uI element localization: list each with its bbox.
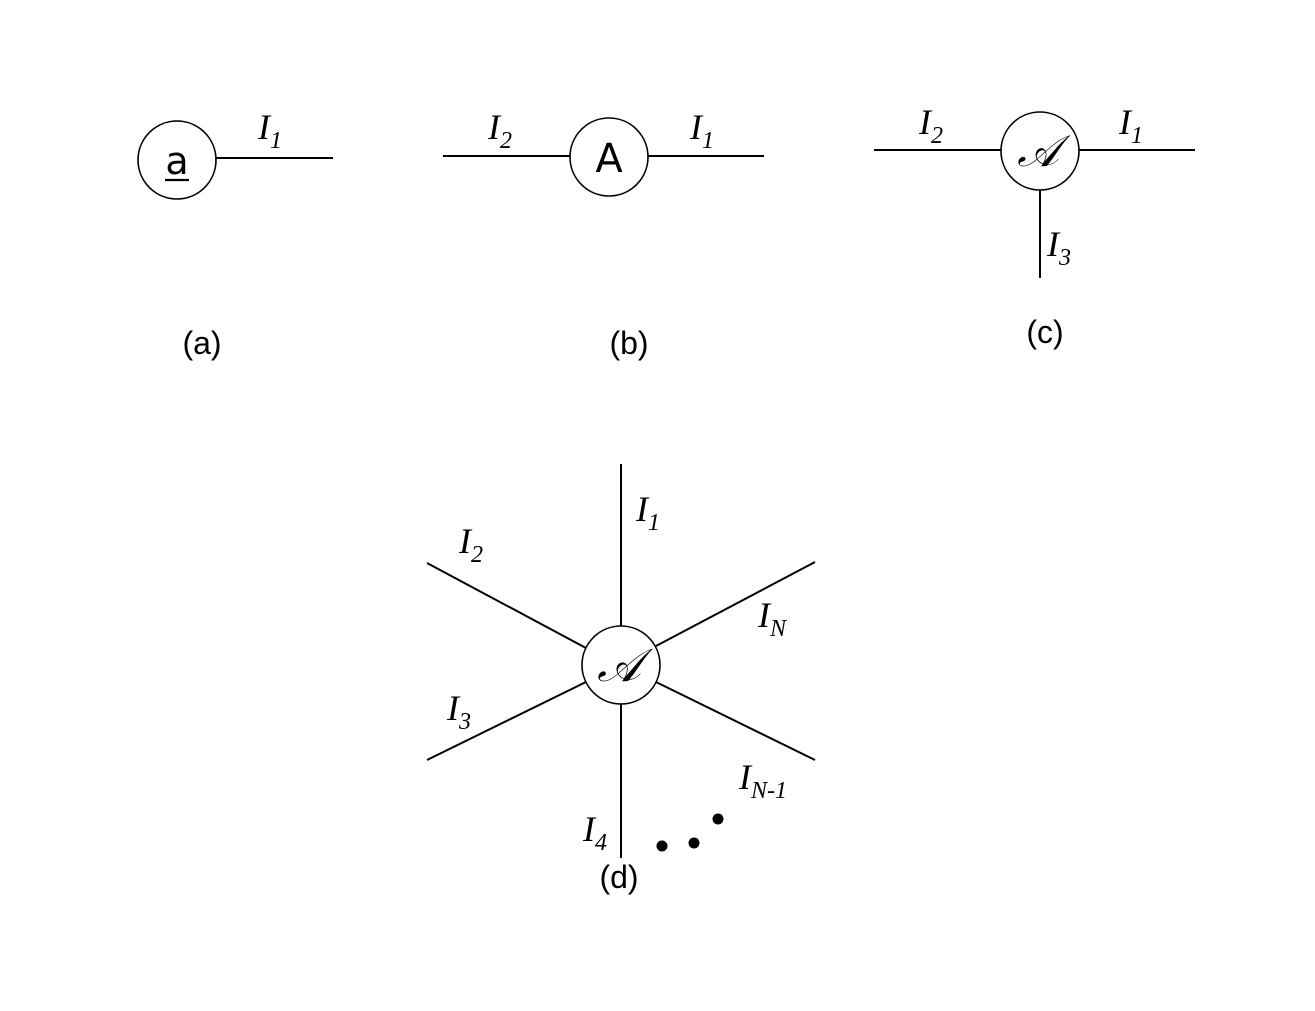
panel-d-leg-2 <box>426 562 587 649</box>
panel-a: a I1 (a) <box>137 107 333 361</box>
panel-b-node-symbol: A <box>595 136 623 182</box>
panel-d-ellipsis-dots <box>656 813 724 852</box>
panel-b: A I2 I1 (b) <box>443 107 764 361</box>
ellipsis-dot-1 <box>656 840 668 852</box>
panel-a-caption: (a) <box>182 325 221 361</box>
panel-d: 𝒜 I1 I2 IN I3 IN-1 I4 • • • (d) <box>426 464 816 895</box>
panel-d-caption: (d) <box>599 859 638 895</box>
panel-c-node <box>1000 111 1080 191</box>
panel-c-caption: (c) <box>1026 314 1063 350</box>
panel-b-leg-1-label: I1 <box>689 107 714 154</box>
panel-c-leg-3-label: I3 <box>1046 224 1071 271</box>
panel-d-node <box>581 625 661 705</box>
panel-a-node <box>137 120 217 200</box>
panel-d-leg-4-label: I4 <box>582 809 607 856</box>
panel-d-leg-1-label: I1 <box>635 489 660 536</box>
panel-d-leg-n <box>655 561 816 647</box>
panel-b-caption: (b) <box>609 325 648 361</box>
panel-d-leg-2-label: I2 <box>458 521 483 568</box>
ellipsis-dot-3 <box>712 813 724 825</box>
panel-a-leg-1-label: I1 <box>257 107 282 154</box>
panel-a-node-symbol: a <box>165 139 188 183</box>
panel-d-leg-n-1-label: IN-1 <box>738 757 787 804</box>
panel-c-leg-1-label: I1 <box>1118 102 1143 149</box>
panel-d-leg-n-label: IN <box>757 595 788 642</box>
panel-c-leg-2-label: I2 <box>918 102 943 149</box>
panel-b-leg-2-label: I2 <box>487 107 512 154</box>
panel-d-leg-3 <box>426 681 587 761</box>
panel-b-node <box>569 117 649 197</box>
panel-d-leg-n-1 <box>655 681 816 761</box>
panel-d-leg-3-label: I3 <box>446 688 471 735</box>
panel-c: 𝒜 I2 I1 I3 (c) <box>874 102 1195 350</box>
ellipsis-dot-2 <box>688 837 700 849</box>
